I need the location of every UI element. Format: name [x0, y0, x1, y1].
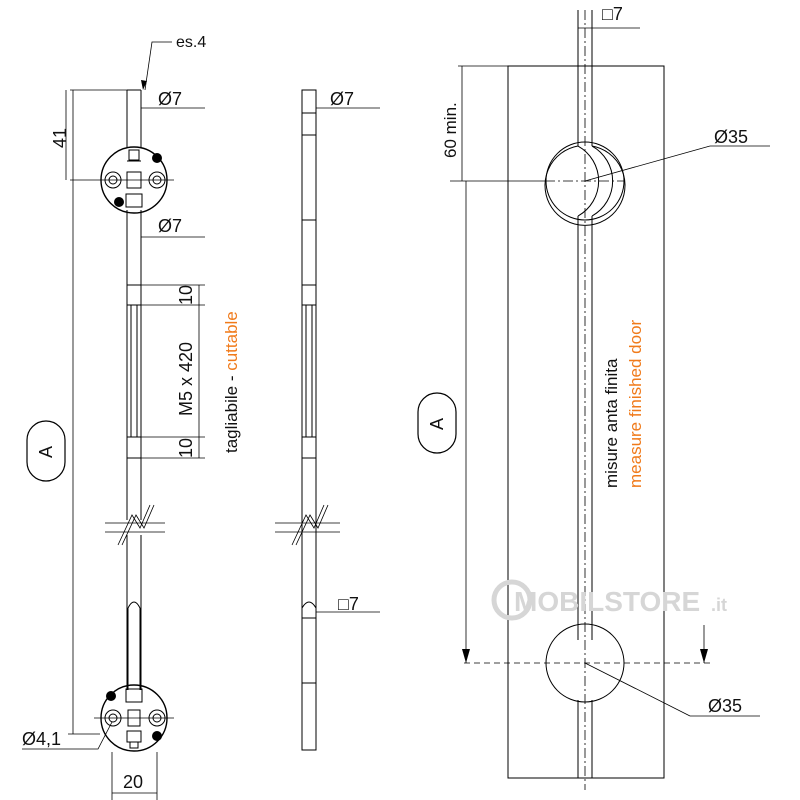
watermark-brand: MOBILSTORE — [514, 586, 700, 617]
diameter-35-top-label: Ø35 — [714, 127, 748, 147]
cuttable-italian-text: tagliabile - — [222, 371, 241, 453]
length-marker-right-text: A — [427, 418, 447, 430]
dim-10-bottom-label: 10 — [176, 438, 196, 458]
length-marker-left: A — [26, 420, 66, 482]
hole-diameter-label: Ø4,1 — [22, 729, 61, 749]
diameter-7-view2-label: Ø7 — [330, 89, 354, 109]
watermark-logo: MOBILSTORE .it — [491, 579, 727, 621]
square-7-top-label: □7 — [602, 4, 623, 24]
length-marker-left-text: A — [36, 446, 56, 458]
thread-label: M5 x 420 — [176, 342, 196, 416]
view-side-rod — [275, 89, 380, 751]
view-door-panel — [450, 10, 770, 790]
watermark-suffix: .it — [711, 595, 727, 615]
length-marker-right: A — [417, 392, 457, 454]
diameter-35-bottom-label: Ø35 — [708, 696, 742, 716]
square-7-view2-label: □7 — [338, 594, 359, 614]
cuttable-english-text: cuttable — [222, 311, 241, 371]
diameter-7-mid-label: Ø7 — [158, 216, 182, 236]
view-front-rod — [22, 41, 205, 800]
measure-italian-label: misure anta finita — [602, 358, 621, 488]
width-20-label: 20 — [123, 772, 143, 792]
bottom-fitting — [94, 684, 174, 752]
dim-10-top-label: 10 — [176, 285, 196, 305]
min-60-label: 60 min. — [441, 102, 460, 158]
thickness-label: es.4 — [176, 34, 206, 51]
cuttable-label: tagliabile - cuttable — [222, 311, 241, 453]
measure-english-label: measure finished door — [626, 319, 645, 488]
diameter-7-top-label: Ø7 — [158, 89, 182, 109]
top-fitting — [94, 146, 174, 214]
dim-41-label: 41 — [50, 128, 70, 148]
